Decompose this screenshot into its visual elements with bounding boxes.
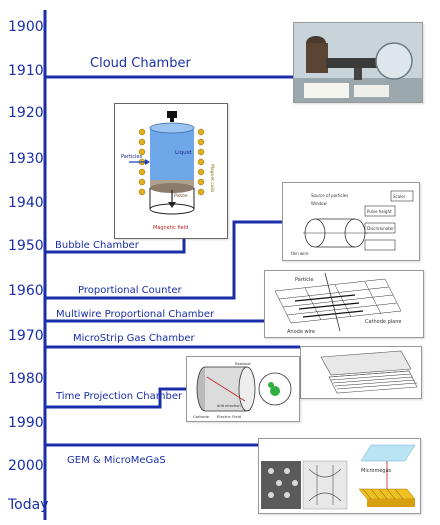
year-label: 1910 — [8, 63, 44, 79]
year-label: 1970 — [8, 328, 44, 344]
counter-source-label: Source of particles — [311, 193, 348, 198]
counter-discriminator-label: Discriminator — [367, 226, 394, 231]
tpc-diagram: Cathode Electric Field drift direction R… — [186, 356, 300, 422]
year-label: 1920 — [8, 105, 44, 121]
year-label: 1980 — [8, 371, 44, 387]
counter-wire-label: thin wire — [291, 251, 309, 256]
counter-pulse-label: Pulse height — [367, 209, 392, 214]
microstrip-diagram — [300, 346, 422, 399]
mwpc-anode-label: Anode wire — [287, 329, 315, 335]
bubble-particles-label: Particles — [121, 154, 142, 160]
tpc-drift-label: drift direction — [217, 404, 241, 408]
bubble-coils-label: Magnet coils — [209, 164, 215, 193]
bubble-magnetic-field-label: Magnetic field — [153, 225, 188, 231]
gem-micromegas-photo: Micromégas — [258, 438, 421, 514]
year-label: 1940 — [8, 195, 44, 211]
mwpc-cathode-label: Cathode plane — [365, 319, 401, 325]
detector-label-microstrip: MicroStrip Gas Chamber — [73, 333, 195, 344]
detector-label-gem: GEM & MicroMeGaS — [67, 455, 166, 466]
year-label: 1960 — [8, 283, 44, 299]
detector-label-cloud-chamber: Cloud Chamber — [90, 56, 191, 71]
connector-tpc — [45, 387, 186, 409]
bubble-chamber-diagram: Liquid Particles Piston Magnetic field M… — [114, 103, 228, 239]
detector-label-tpc: Time Projection Chamber — [56, 391, 183, 402]
tpc-cathode-label: Cathode — [193, 414, 210, 419]
counter-scaler-label: Scaler — [393, 194, 406, 199]
proportional-counter-diagram: Source of particles Window Pulse height … — [282, 182, 420, 261]
tpc-readout-label: Readout — [235, 361, 251, 366]
detector-label-bubble-chamber: Bubble Chamber — [55, 240, 139, 251]
connector-bubble-chamber — [45, 237, 186, 254]
year-label: 2000 — [8, 458, 44, 474]
connector-proportional-counter — [45, 220, 282, 300]
year-label: 1950 — [8, 238, 44, 254]
bubble-liquid-label: Liquid — [175, 150, 192, 156]
mwpc-particle-label: Particle — [295, 277, 313, 283]
multiwire-chamber-diagram: Particle Cathode plane Anode wire — [264, 270, 424, 338]
detector-label-proportional-counter: Proportional Counter — [78, 285, 182, 296]
tpc-field-label: Electric Field — [217, 414, 242, 419]
year-label: 1930 — [8, 151, 44, 167]
bubble-piston-label: Piston — [174, 193, 188, 199]
year-label: Today — [8, 497, 49, 513]
cloud-chamber-photo — [293, 22, 423, 103]
detector-label-multiwire: Multiwire Proportional Chamber — [56, 309, 215, 320]
year-label: 1900 — [8, 19, 44, 35]
gem-micromegas-label: Micromégas — [361, 467, 392, 474]
year-label: 1990 — [8, 415, 44, 431]
counter-window-label: Window — [311, 201, 328, 206]
